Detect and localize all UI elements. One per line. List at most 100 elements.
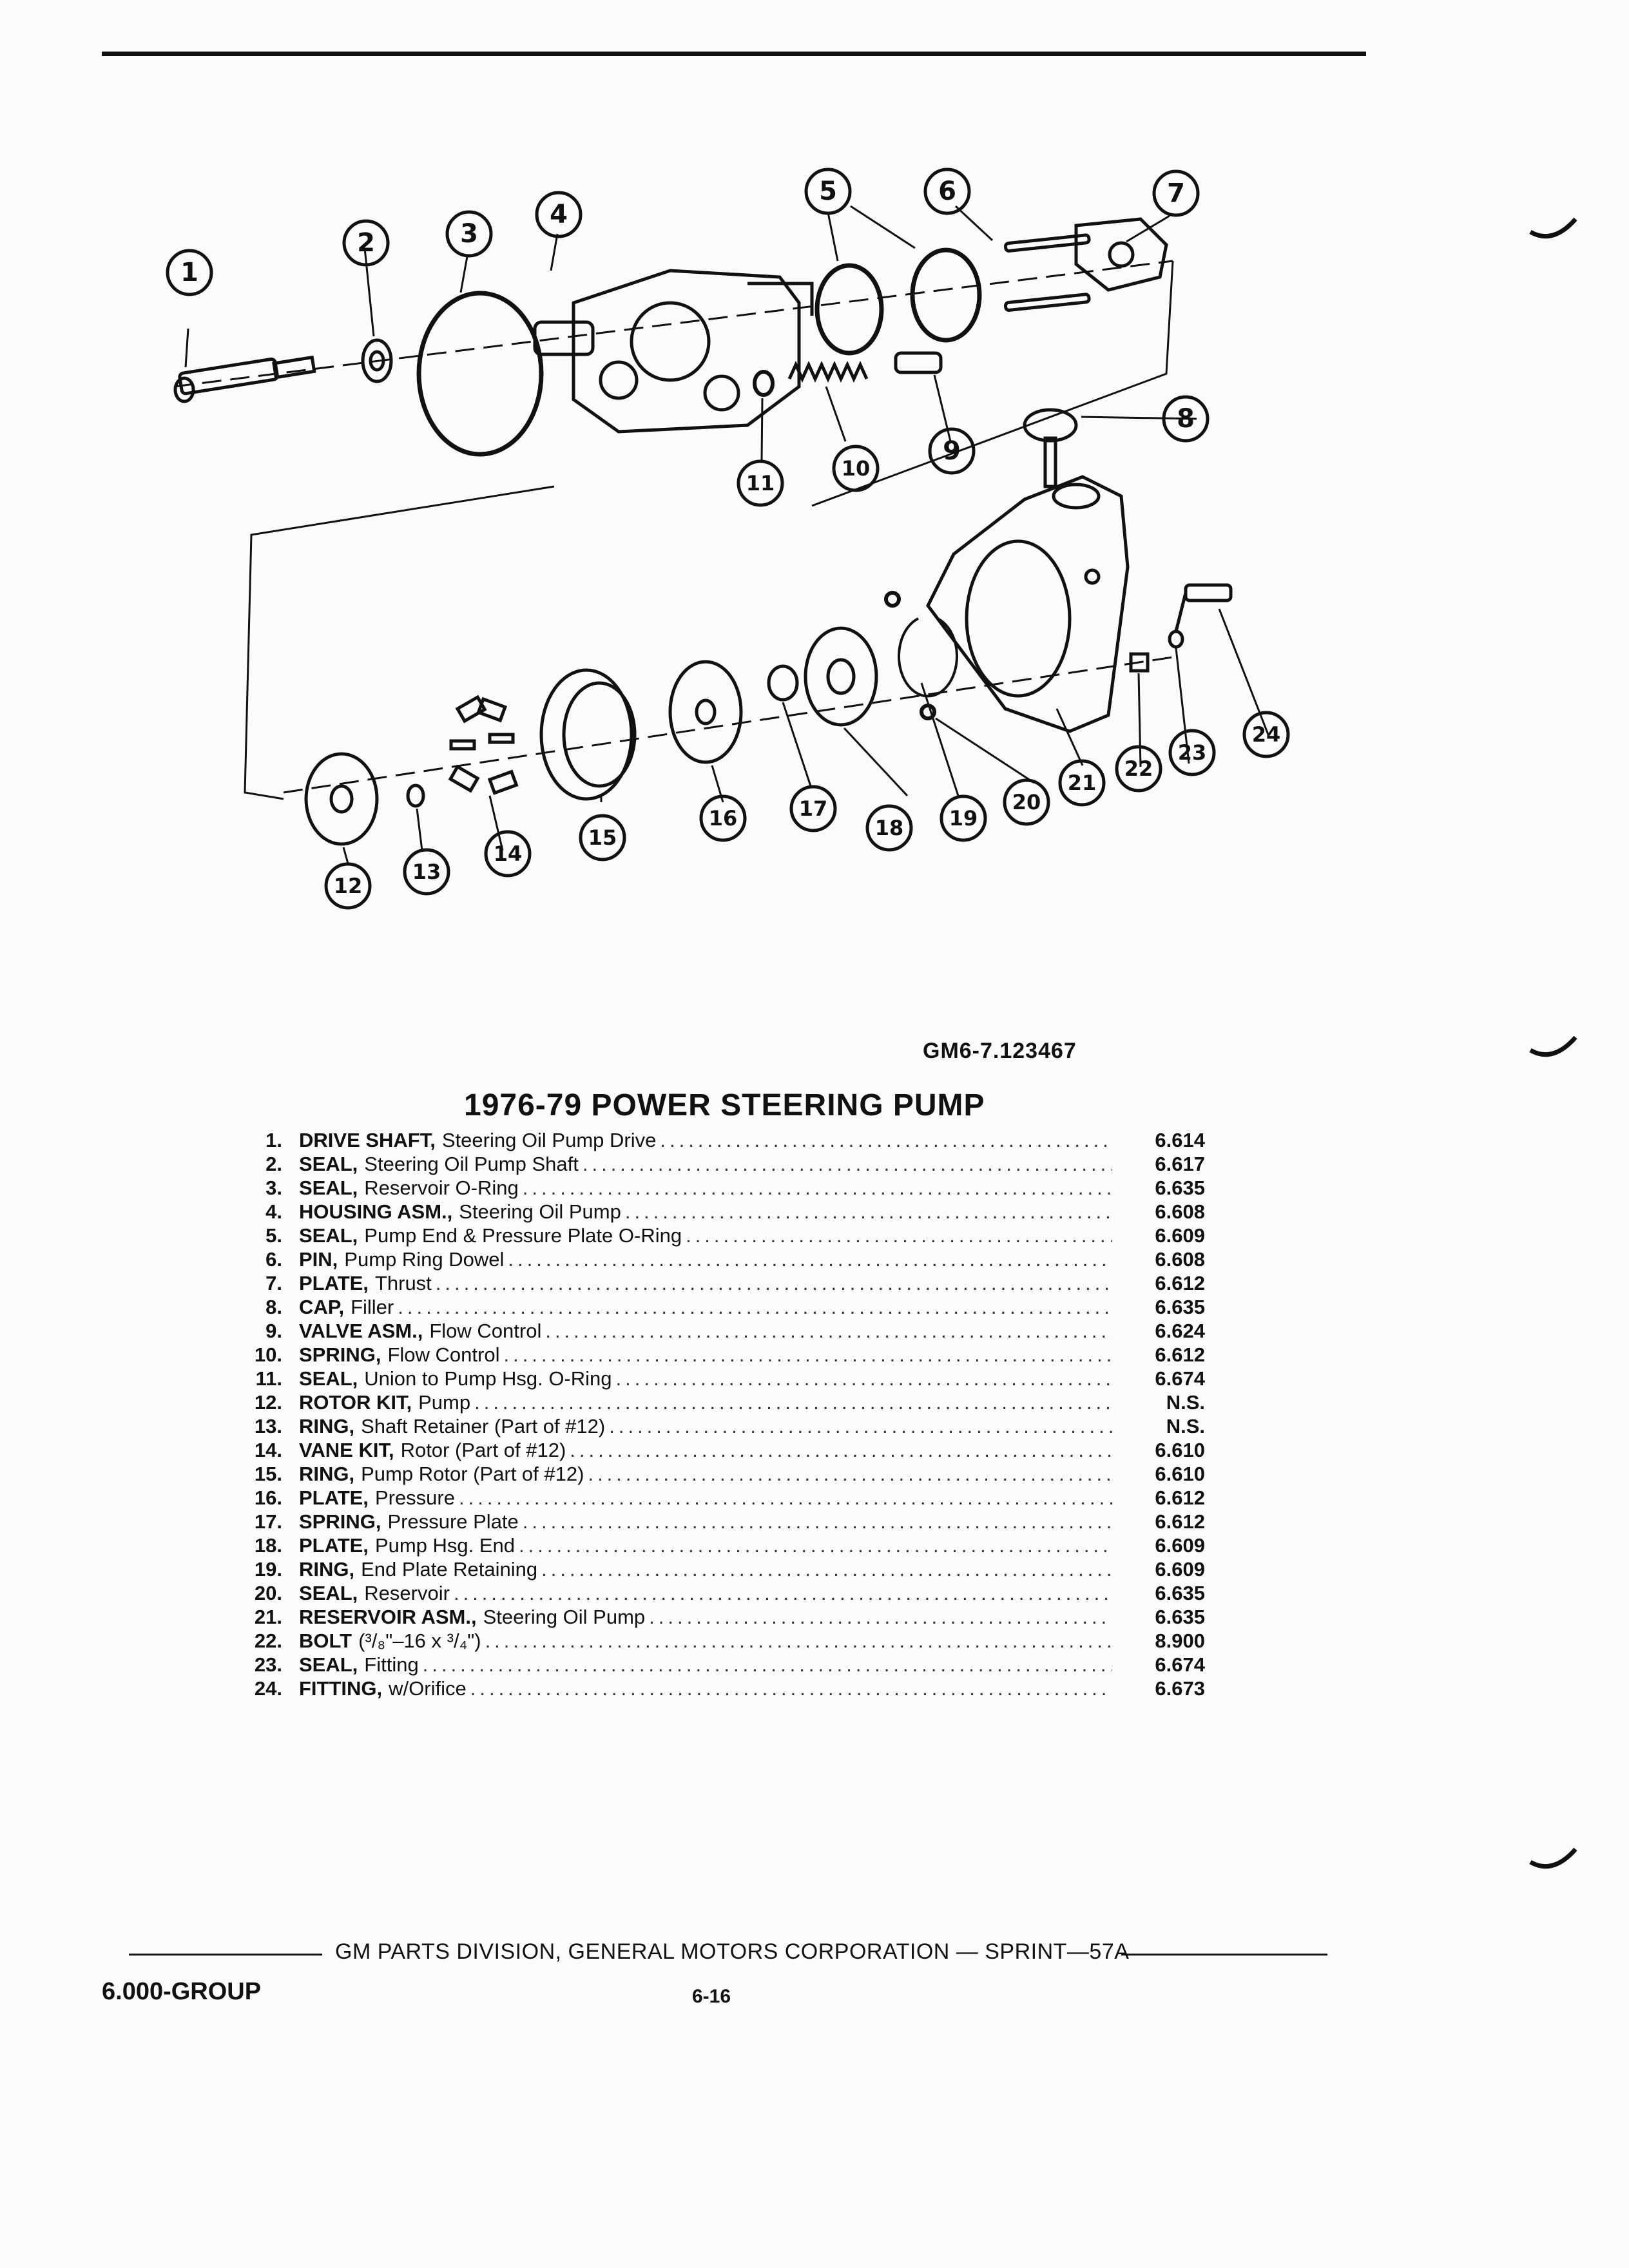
parts-list-row: 10.SPRING,Flow Control..................… <box>238 1343 1205 1367</box>
part-reference: 6.609 <box>1155 1534 1205 1557</box>
part-description: Reservoir <box>364 1582 450 1604</box>
parts-list-row: 24.FITTING,w/Orifice....................… <box>238 1677 1205 1701</box>
part-number: 16. <box>254 1486 282 1509</box>
part-name: DRIVE SHAFT, <box>299 1129 436 1151</box>
part-description: (³/₈"–16 x ³/₄") <box>358 1629 481 1652</box>
callout-4: 4 <box>550 200 568 229</box>
part-12-rotor <box>304 752 379 846</box>
part-reference: 6.609 <box>1155 1224 1205 1247</box>
leader-dots: ........................................… <box>522 1177 1112 1199</box>
part-description: Steering Oil Pump Drive <box>441 1129 657 1151</box>
callout-2: 2 <box>357 228 375 258</box>
parts-list-row: 2.SEAL,Steering Oil Pump Shaft..........… <box>238 1153 1205 1177</box>
part-number: 22. <box>254 1629 282 1652</box>
part-14-vane-kit <box>448 695 519 795</box>
callout-5: 5 <box>819 177 837 206</box>
part-name: SEAL, <box>299 1153 358 1175</box>
part-name: CAP, <box>299 1296 345 1318</box>
footer-rule-right <box>1121 1954 1327 1956</box>
part-description: Pump <box>418 1391 471 1414</box>
part-description: Pump Hsg. End <box>374 1534 516 1557</box>
part-number: 1. <box>265 1129 282 1151</box>
part-1-drive-shaft <box>173 355 316 403</box>
callout-12: 12 <box>334 874 363 898</box>
part-reference: 6.612 <box>1155 1486 1205 1509</box>
leader-dots: ........................................… <box>545 1320 1112 1342</box>
callout-1: 1 <box>180 258 198 287</box>
part-name: SPRING, <box>299 1343 381 1366</box>
part-number: 7. <box>265 1272 282 1294</box>
parts-list-row: 11.SEAL,Union to Pump Hsg. O-Ring.......… <box>238 1367 1205 1391</box>
part-number: 2. <box>265 1153 282 1175</box>
part-reference: 6.617 <box>1155 1153 1205 1175</box>
part-name: FITTING, <box>299 1677 383 1700</box>
part-24-fitting <box>1174 583 1233 632</box>
callout-24: 24 <box>1252 722 1281 747</box>
leader-dots: ........................................… <box>519 1534 1112 1557</box>
part-number: 5. <box>265 1224 282 1247</box>
parts-list-row: 23.SEAL,Fitting.........................… <box>238 1653 1205 1677</box>
leader-dots: ........................................… <box>474 1391 1112 1414</box>
callout-11: 11 <box>746 471 775 495</box>
parts-list-row: 19.RING,End Plate Retaining.............… <box>238 1558 1205 1582</box>
part-number: 11. <box>255 1367 282 1390</box>
parts-list-row: 14.VANE KIT,Rotor (Part of #12).........… <box>238 1439 1205 1463</box>
part-19-end-plate-retaining-ring <box>898 617 958 698</box>
callout-21: 21 <box>1068 771 1097 795</box>
part-22-bolt <box>1129 652 1150 673</box>
part-23-fitting-seal <box>1168 629 1184 649</box>
leader-dots: ........................................… <box>541 1558 1112 1581</box>
part-number: 24. <box>254 1677 282 1700</box>
part-reference: 6.674 <box>1155 1367 1205 1390</box>
part-reference: 6.673 <box>1155 1677 1205 1700</box>
part-name: BOLT <box>299 1629 352 1652</box>
parts-list-row: 13.RING,Shaft Retainer (Part of #12)....… <box>238 1415 1205 1439</box>
leader-dots: ........................................… <box>508 1248 1112 1271</box>
callout-8: 8 <box>1177 404 1195 434</box>
part-17-pressure-plate-spring <box>767 664 799 702</box>
binding-mark <box>1529 217 1577 239</box>
part-reference: 6.612 <box>1155 1272 1205 1294</box>
part-number: 3. <box>265 1177 282 1199</box>
leader-dots: ........................................… <box>458 1486 1112 1509</box>
part-3-reservoir-o-ring <box>416 291 544 457</box>
part-8-filler-cap <box>1023 408 1078 488</box>
part-number: 10. <box>254 1343 282 1366</box>
part-5-o-ring-a <box>815 263 884 356</box>
callout-9: 9 <box>943 436 961 466</box>
leader-dots: ........................................… <box>485 1629 1112 1652</box>
part-name: SEAL, <box>299 1367 358 1390</box>
part-reference: 6.624 <box>1155 1320 1205 1342</box>
part-description: End Plate Retaining <box>361 1558 538 1581</box>
part-name: SPRING, <box>299 1510 381 1533</box>
leader-dots: ........................................… <box>588 1463 1112 1485</box>
leader-dots: ........................................… <box>660 1129 1112 1151</box>
callout-17: 17 <box>799 796 828 821</box>
part-name: RING, <box>299 1463 355 1485</box>
parts-list-row: 20.SEAL,Reservoir.......................… <box>238 1582 1205 1606</box>
exploded-view-diagram: 1 2 3 4 5 6 7 8 9 10 11 12 13 14 15 16 1… <box>166 168 1290 910</box>
leader-dots: ........................................… <box>398 1296 1112 1318</box>
parts-list-row: 16.PLATE,Pressure.......................… <box>238 1486 1205 1510</box>
callout-10: 10 <box>842 456 871 481</box>
part-18-pump-housing-end-plate <box>804 626 878 727</box>
part-name: VALVE ASM., <box>299 1320 423 1342</box>
page-title: 1976-79 POWER STEERING PUMP <box>464 1088 985 1122</box>
part-reference: 6.635 <box>1155 1582 1205 1604</box>
parts-list: 1. DRIVE SHAFT,Steering Oil Pump Drive...… <box>238 1129 1205 1701</box>
part-name: SEAL, <box>299 1582 358 1604</box>
part-number: 20. <box>254 1582 282 1604</box>
callout-6: 6 <box>938 177 956 206</box>
page-number: 6-16 <box>692 1986 731 2007</box>
part-description: Filler <box>351 1296 394 1318</box>
part-description: Shaft Retainer (Part of #12) <box>361 1415 606 1437</box>
leader-dots: ........................................… <box>503 1343 1112 1366</box>
part-name: ROTOR KIT, <box>299 1391 412 1414</box>
part-21-reservoir <box>926 475 1130 733</box>
part-name: PLATE, <box>299 1486 369 1509</box>
part-number: 6. <box>265 1248 282 1271</box>
part-number: 13. <box>254 1415 282 1437</box>
group-label: 6.000-GROUP <box>102 1978 262 2005</box>
part-reference: 8.900 <box>1155 1629 1205 1652</box>
part-reference: 6.635 <box>1155 1606 1205 1628</box>
